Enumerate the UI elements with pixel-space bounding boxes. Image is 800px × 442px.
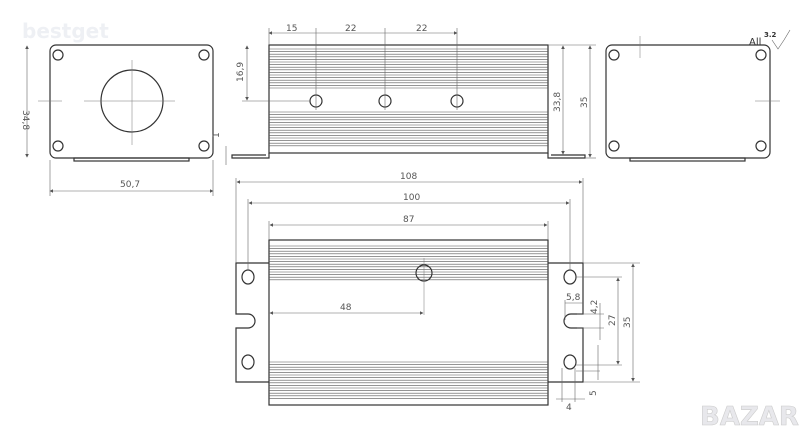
surface-finish-value: 3.2 — [764, 31, 777, 39]
surface-finish-label: All — [749, 37, 761, 48]
dim-hole-spacing: 27 — [608, 315, 618, 326]
dim-hole-pitch-1: 22 — [345, 24, 356, 34]
dim-center-hole-offset: 48 — [340, 303, 352, 313]
dim-hole-height: 16,9 — [236, 62, 246, 82]
right-view — [605, 29, 791, 162]
dim-plate-thickness: 1 — [212, 132, 222, 138]
top-view — [235, 178, 640, 406]
dim-body-length: 87 — [403, 215, 414, 225]
dim-end-width: 50,7 — [120, 180, 140, 190]
heatsink-fins — [269, 245, 548, 399]
dim-flange-width: 35 — [623, 317, 633, 328]
watermark-bestget: bestget — [22, 19, 109, 43]
side-view — [231, 28, 596, 159]
heatsink-fins — [269, 48, 548, 147]
dim-body-height: 33,8 — [553, 92, 563, 112]
dim-hole-edge-x: 4 — [566, 403, 572, 413]
dim-hole-edge-y: 5 — [589, 390, 599, 396]
watermark-bazar: BAZAR — [700, 402, 799, 432]
dim-hole-pitch-2: 22 — [416, 24, 427, 34]
dim-end-height: 34,8 — [20, 110, 30, 130]
dim-total-height: 35 — [580, 97, 590, 108]
dim-hole-offset: 15 — [286, 24, 297, 34]
dim-slot-width: 4,2 — [590, 300, 600, 314]
dim-mount-pitch: 100 — [403, 193, 420, 203]
dim-slot-depth: 5,8 — [566, 293, 581, 303]
end-view — [25, 44, 227, 196]
dim-overall-length: 108 — [400, 172, 417, 182]
